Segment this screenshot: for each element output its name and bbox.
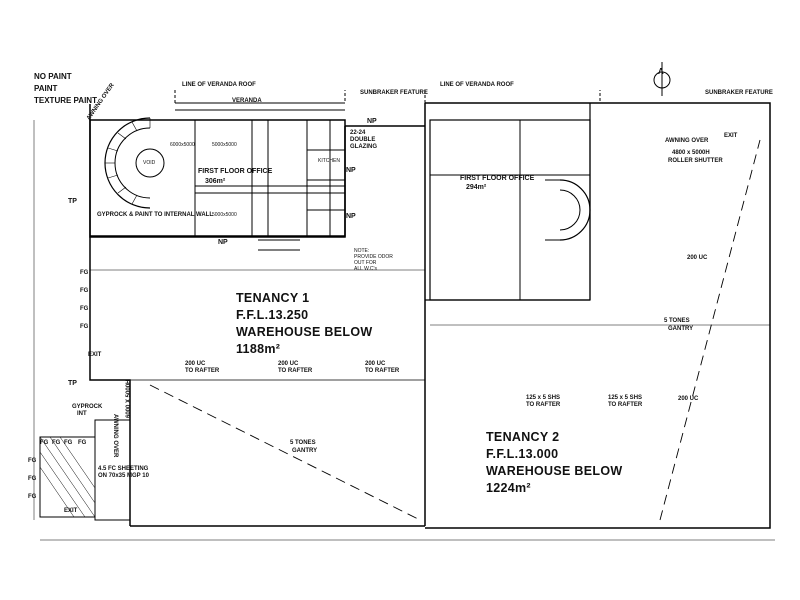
shs-col-1: 125 x 5 SHS xyxy=(526,395,561,401)
roller-right-size: 4800 x 5000H xyxy=(672,150,710,156)
exit-left-2: EXIT xyxy=(64,508,78,514)
fg-tag-11: FG xyxy=(28,494,37,500)
legend-texture-paint: TEXTURE PAINT xyxy=(34,96,97,105)
office1-title: FIRST FLOOR OFFICE xyxy=(198,168,273,175)
exit-right: EXIT xyxy=(724,133,738,139)
fg-tag-7: FG xyxy=(64,440,73,446)
fg-tag-2: FG xyxy=(80,288,89,294)
note-3: OUT FOR xyxy=(354,260,377,266)
rafter-col-3: TO RAFTER xyxy=(365,368,400,374)
tenancy1-below: WAREHOUSE BELOW xyxy=(236,325,373,339)
note-4: ALL W.C's xyxy=(354,266,377,272)
roller-left-size: 6000 X 5000H xyxy=(126,379,132,418)
office2-area: 294m² xyxy=(466,184,487,191)
fg-tag-9: FG xyxy=(28,458,37,464)
left-awning xyxy=(94,419,131,521)
fg-tag-6: FG xyxy=(52,440,61,446)
shs-col-2: 125 x 5 SHS xyxy=(608,395,643,401)
tenancy2-below: WAREHOUSE BELOW xyxy=(486,464,623,478)
gantry-label-right: GANTRY xyxy=(668,326,694,332)
fg-tag-3: FG xyxy=(80,306,89,312)
np-tag-3: NP xyxy=(218,239,228,246)
gantry-label-left: GANTRY xyxy=(292,448,318,454)
sunbreaker-left: SUNBRAKER FEATURE xyxy=(360,90,428,96)
office2-title: FIRST FLOOR OFFICE xyxy=(460,175,535,182)
roller-right-type: ROLLER SHUTTER xyxy=(668,158,723,164)
uc-right-1: 200 UC xyxy=(687,255,708,261)
rafter-col-2: TO RAFTER xyxy=(278,368,313,374)
gyprock-int-1: GYPROCK xyxy=(72,404,103,410)
office1-block xyxy=(89,119,346,238)
tenancy2-ffl: F.F.L.13.000 xyxy=(486,447,559,461)
uc-col-2: 200 UC xyxy=(278,361,299,367)
sunbreaker-right: SUNBRAKER FEATURE xyxy=(705,90,773,96)
fg-tag-4: FG xyxy=(80,324,89,330)
awning-left: AWNING OVER xyxy=(112,414,118,458)
tenancy1-ffl: F.F.L.13.250 xyxy=(236,308,309,322)
note-2: PROVIDE ODOR xyxy=(354,254,393,260)
office2-block xyxy=(429,119,591,301)
office1-area: 306m² xyxy=(205,178,226,185)
fg-tag-1: FG xyxy=(80,270,89,276)
north-arrow-label: A xyxy=(658,67,664,76)
tenancy2-label: TENANCY 2 F.F.L.13.000 WAREHOUSE BELOW 1… xyxy=(486,429,622,497)
legend-no-paint: NO PAINT xyxy=(34,72,72,81)
gantry-tones-left: 5 TONES xyxy=(290,440,316,446)
kitchen-label: KITCHEN xyxy=(318,158,340,164)
fg-tag-8: FG xyxy=(78,440,87,446)
room1-size: 6000x5000 xyxy=(170,142,195,148)
uc-right-2: 200 UC xyxy=(678,396,699,402)
glazing-line2: GLAZING xyxy=(350,144,377,150)
note-1: NOTE: xyxy=(354,248,370,254)
room2-size: 5000x5000 xyxy=(212,142,237,148)
shs-rafter-1: TO RAFTER xyxy=(526,402,561,408)
uc-col-1: 200 UC xyxy=(185,361,206,367)
np-tag-1: NP xyxy=(367,118,377,125)
void-label: VOID xyxy=(143,160,156,166)
rafter-col-1: TO RAFTER xyxy=(185,368,220,374)
np-tag-2: NP xyxy=(346,167,356,174)
glazing-line1: DOUBLE xyxy=(350,137,376,143)
exit-left-1: EXIT xyxy=(88,352,102,358)
tenancy2-area: 1224m² xyxy=(486,481,531,495)
room3-size: 5000x5000 xyxy=(212,212,237,218)
np-tag-4: NP xyxy=(346,213,356,220)
uc-col-3: 200 UC xyxy=(365,361,386,367)
fg-tag-10: FG xyxy=(28,476,37,482)
sheeting-line2: ON 70x35 MGP 10 xyxy=(98,473,149,479)
veranda-label: VERANDA xyxy=(232,98,262,104)
shs-rafter-2: TO RAFTER xyxy=(608,402,643,408)
legend-paint: PAINT xyxy=(34,84,58,93)
tenancy1-name: TENANCY 1 xyxy=(236,291,310,305)
glazing-spec: 22-24 xyxy=(350,130,366,136)
gantry-tones-right: 5 TONES xyxy=(664,318,690,324)
fg-tag-5: FG xyxy=(40,440,49,446)
tenancy1-area: 1188m² xyxy=(236,342,281,356)
tenancy2-name: TENANCY 2 xyxy=(486,430,560,444)
paint-legend: NO PAINT PAINT TEXTURE PAINT xyxy=(34,71,97,107)
awning-right: AWNING OVER xyxy=(665,138,709,144)
spiral-stair-right xyxy=(559,179,591,241)
roof-line-left: LINE OF VERANDA ROOF xyxy=(182,82,256,88)
tp-tag-2: TP xyxy=(68,380,77,387)
sheeting-line1: 4.5 FC SHEETING xyxy=(98,466,149,472)
gyprock-int-2: INT xyxy=(77,411,87,417)
gyprock-wall-label: GYPROCK & PAINT TO INTERNAL WALL xyxy=(97,212,214,218)
tenancy1-label: TENANCY 1 F.F.L.13.250 WAREHOUSE BELOW 1… xyxy=(236,290,372,358)
roof-line-right: LINE OF VERANDA ROOF xyxy=(440,82,514,88)
tp-tag-1: TP xyxy=(68,198,77,205)
